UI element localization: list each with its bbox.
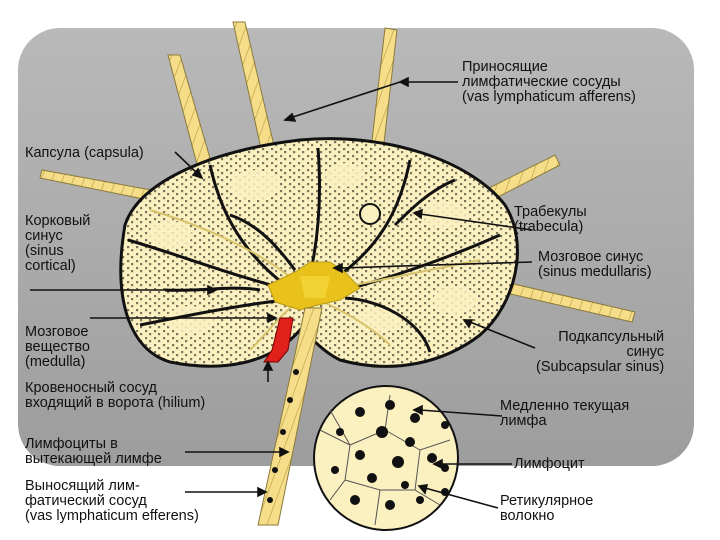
magnified-view	[313, 385, 459, 531]
label-cortical-sinus: Корковый синус (sinus cortical)	[25, 213, 91, 274]
label-afferent-vessels: Приносящие лимфатические сосуды (vas lym…	[462, 59, 636, 105]
label-medullary-sinus: Мозговое синус (sinus medullaris)	[538, 249, 652, 280]
label-medulla: Мозговое вещество (medulla)	[25, 324, 90, 370]
label-trabecula: Трабекулы (trabecula)	[514, 204, 587, 235]
efferent-lymphocytes	[267, 369, 299, 503]
lymphoid-tissue	[120, 138, 518, 367]
label-hilum-blood-vessel: Кровеносный сосуд входящий в ворота (hil…	[25, 380, 206, 411]
label-efferent-vessel: Выносящий лим- фатический сосуд (vas lym…	[25, 478, 199, 524]
label-capsule: Капсула (capsula)	[25, 145, 144, 161]
leader-lines	[30, 76, 536, 509]
label-efferent-lymphocytes: Лимфоциты в вытекающей лимфе	[25, 436, 162, 467]
label-slow-lymph: Медленно текущая лимфа	[500, 398, 630, 429]
label-lymphocyte: Лимфоцит	[514, 456, 585, 472]
label-subcapsular-sinus: Подкапсульный синус (Subcapsular sinus)	[536, 329, 665, 375]
blood-vessel	[263, 317, 294, 363]
afferent-vessels	[39, 21, 636, 323]
label-reticular-fiber: Ретикулярное волокно	[500, 493, 594, 524]
